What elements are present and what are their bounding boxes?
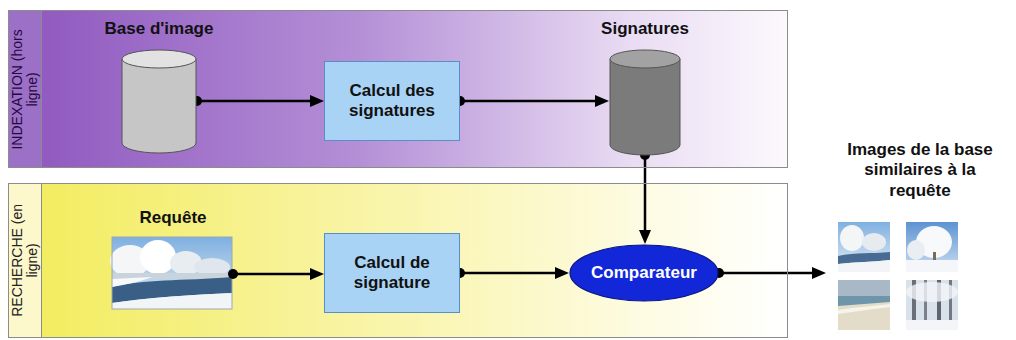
vertical-label: INDEXATION (hors ligne) [10, 16, 41, 162]
snow-bank [112, 293, 232, 309]
process-box: Calcul des signatures [324, 61, 460, 141]
results-group: Images de la base similaires à la requêt… [826, 140, 1014, 332]
cylinder-body [610, 59, 680, 155]
thumb-sky [906, 222, 958, 272]
heading-holder: Base d'image [105, 19, 214, 39]
frosted-tree [140, 240, 176, 274]
search-band: RequêteCalcul de signatureComparateurREC… [8, 183, 788, 338]
thumb-beach [838, 302, 890, 330]
cylinder-shape [609, 49, 681, 155]
flow-arrow [460, 100, 599, 103]
thumb-snow [838, 260, 890, 272]
query-image: Requête [113, 238, 233, 310]
query-photo [110, 237, 232, 309]
heading-holder: Requête [139, 208, 206, 228]
result-thumbnail [906, 280, 958, 330]
cylinder-top [610, 50, 680, 68]
vertical-label: RECHERCHE (en ligne) [10, 189, 41, 332]
snow-bank [112, 277, 152, 287]
image-heading: Requête [139, 208, 206, 228]
flow-arrow [719, 272, 816, 275]
flow-arrow [197, 100, 314, 103]
flow-arrow [233, 273, 314, 276]
band-label-strip: INDEXATION (hors ligne) [9, 11, 42, 167]
indexing-band: Base d'imageCalcul des signaturesSignatu… [8, 10, 788, 168]
database-cylinder: Signatures [609, 49, 681, 155]
thumb-sky [906, 280, 958, 330]
process-label: Calcul des signatures [333, 81, 451, 122]
cylinder-body [122, 59, 196, 153]
result-thumbnail [838, 222, 890, 272]
band-ground [8, 10, 788, 168]
thumb-foam [838, 304, 890, 314]
band-label: RECHERCHE (en ligne) [10, 189, 41, 332]
cylinder-shape [121, 49, 197, 153]
result-thumbnail [838, 280, 890, 330]
store-heading: Signatures [601, 19, 689, 39]
thumb-sky [838, 280, 890, 330]
photo-frame [112, 237, 232, 309]
thumb-tree [840, 225, 864, 251]
comparator-ellipse: Comparateur [569, 244, 719, 302]
comparator-shape [570, 245, 718, 301]
result-thumbnail [906, 222, 958, 272]
thumb-snow [906, 260, 958, 272]
thumb-snow [906, 320, 958, 330]
store-heading: Base d'image [105, 19, 214, 39]
results-heading: Images de la base similaires à la requêt… [832, 140, 1008, 201]
thumb-frost [906, 282, 958, 302]
band-ground [8, 183, 788, 338]
process-box: Calcul de signature [324, 233, 460, 313]
database-cylinder: Base d'image [121, 49, 197, 153]
thumb-tree [907, 240, 925, 260]
band-label: INDEXATION (hors ligne) [10, 16, 41, 162]
flow-arrow [460, 272, 559, 275]
thumb-sky [838, 222, 890, 272]
comparator-label: Comparateur [591, 263, 697, 283]
thumb-tree [862, 233, 886, 251]
cylinder-top [122, 50, 196, 68]
process-label: Calcul de signature [333, 253, 451, 294]
flow-arrow [644, 155, 647, 234]
heading-holder: Signatures [601, 19, 689, 39]
band-label-strip: RECHERCHE (en ligne) [9, 184, 42, 337]
